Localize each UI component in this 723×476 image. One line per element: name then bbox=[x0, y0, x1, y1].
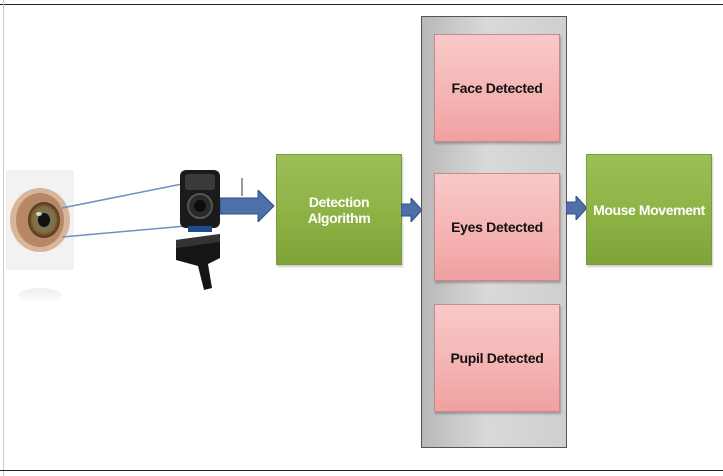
face-detected-box: Face Detected bbox=[434, 34, 560, 142]
bottom-border-line bbox=[0, 470, 723, 471]
eye-icon bbox=[6, 170, 74, 304]
pupil-detected-box: Pupil Detected bbox=[434, 304, 560, 412]
arrow-to-detection bbox=[220, 190, 275, 222]
eyes-detected-box: Eyes Detected bbox=[434, 173, 560, 281]
arrow-to-stages bbox=[401, 198, 423, 222]
top-border-line bbox=[0, 4, 723, 5]
detection-algorithm-box: Detection Algorithm bbox=[276, 154, 402, 265]
webcam-icon bbox=[176, 170, 220, 290]
left-border-line bbox=[3, 0, 4, 476]
mouse-movement-box: Mouse Movement bbox=[586, 154, 712, 265]
detection-stages-panel: Face Detected Eyes Detected Pupil Detect… bbox=[421, 16, 567, 448]
arrow-to-mouse bbox=[566, 196, 588, 220]
